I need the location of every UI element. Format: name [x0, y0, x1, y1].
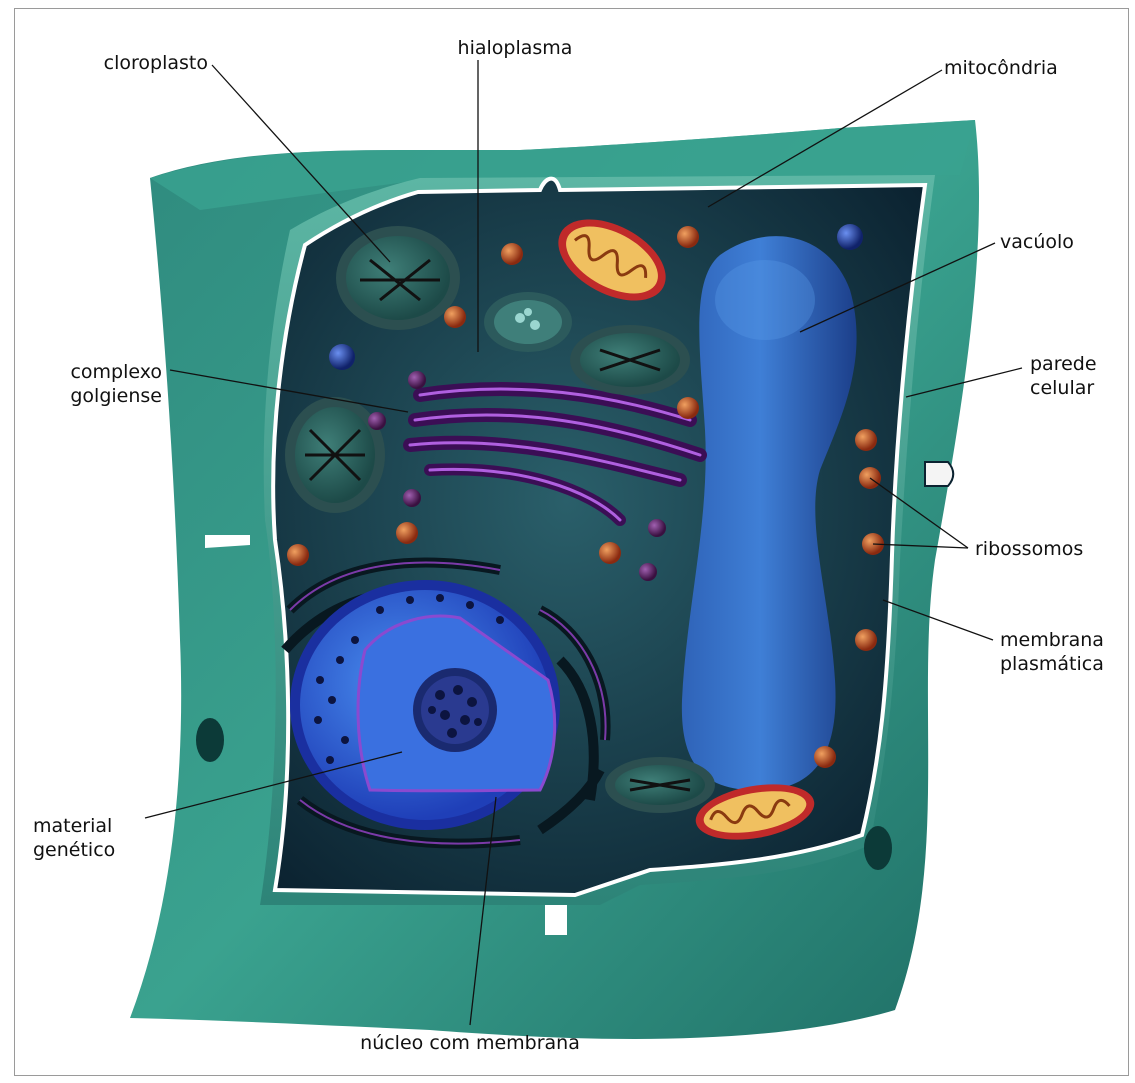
chloroplast-2 — [285, 397, 385, 513]
label-parede-line2: celular — [1030, 376, 1097, 400]
label-material-line1: material — [33, 814, 115, 838]
label-material-line2: genético — [33, 838, 115, 862]
label-material-genetico: material genético — [33, 814, 115, 862]
label-parede-line1: parede — [1030, 352, 1097, 376]
label-membrana-plasmatica: membrana plasmática — [1000, 628, 1104, 676]
label-complexo-golgiense: complexo golgiense — [30, 360, 162, 408]
label-membrana-line2: plasmática — [1000, 652, 1104, 676]
label-vacuolo: vacúolo — [1000, 230, 1074, 254]
label-complexo-line1: complexo — [30, 360, 162, 384]
label-cloroplasto: cloroplasto — [60, 51, 208, 75]
chloroplast-4 — [605, 757, 715, 813]
label-ribossomos: ribossomos — [975, 537, 1083, 561]
label-mitocondria: mitocôndria — [944, 56, 1058, 80]
label-complexo-line2: golgiense — [30, 384, 162, 408]
label-membrana-line1: membrana — [1000, 628, 1104, 652]
small-organelle — [484, 292, 572, 352]
label-parede-celular: parede celular — [1030, 352, 1097, 400]
chloroplast-3 — [570, 325, 690, 395]
label-hialoplasma: hialoplasma — [440, 36, 590, 60]
label-nucleo-com-membrana: núcleo com membrana — [330, 1031, 610, 1055]
chloroplast-1 — [336, 226, 460, 330]
nucleus — [290, 580, 560, 830]
